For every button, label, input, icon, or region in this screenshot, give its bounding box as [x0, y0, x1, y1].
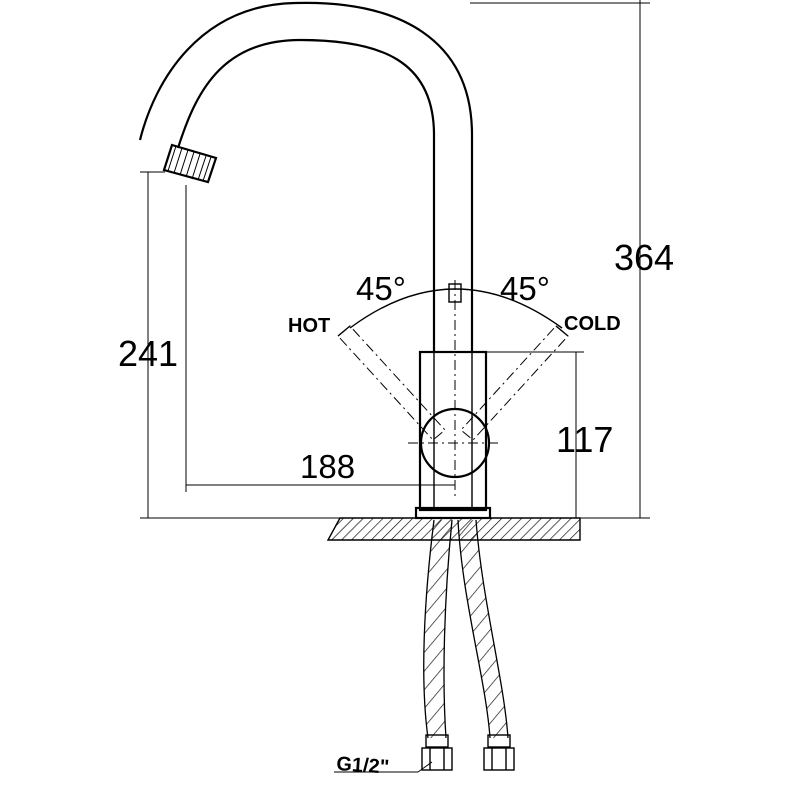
hose-fitting-left — [421, 734, 453, 771]
flexible-hoses — [421, 519, 515, 771]
spout — [138, 1, 474, 352]
dimension-spout-reach — [185, 185, 455, 492]
total-height-label: 364 — [614, 237, 674, 278]
countertop — [326, 517, 581, 541]
connection-label: G1/2" — [336, 753, 390, 779]
hose-fitting-right — [483, 734, 515, 771]
dimension-spout-height — [140, 171, 340, 519]
handle-hot-position — [337, 325, 446, 441]
body-height-label: 117 — [556, 419, 613, 460]
dimension-total-height — [470, 0, 650, 519]
dimension-body-height — [486, 351, 584, 518]
angle-hot-label: 45° — [356, 270, 406, 307]
faucet-body — [408, 280, 502, 520]
spout-reach-label: 188 — [300, 448, 355, 485]
angle-cold-label: 45° — [500, 270, 550, 307]
hot-label: HOT — [288, 315, 330, 337]
handle-cold-position — [460, 325, 569, 441]
angle-arc — [349, 288, 563, 329]
cold-label: COLD — [564, 313, 621, 335]
dimension-connection — [334, 761, 433, 773]
aerator — [162, 143, 218, 184]
spout-height-label: 241 — [118, 333, 178, 374]
